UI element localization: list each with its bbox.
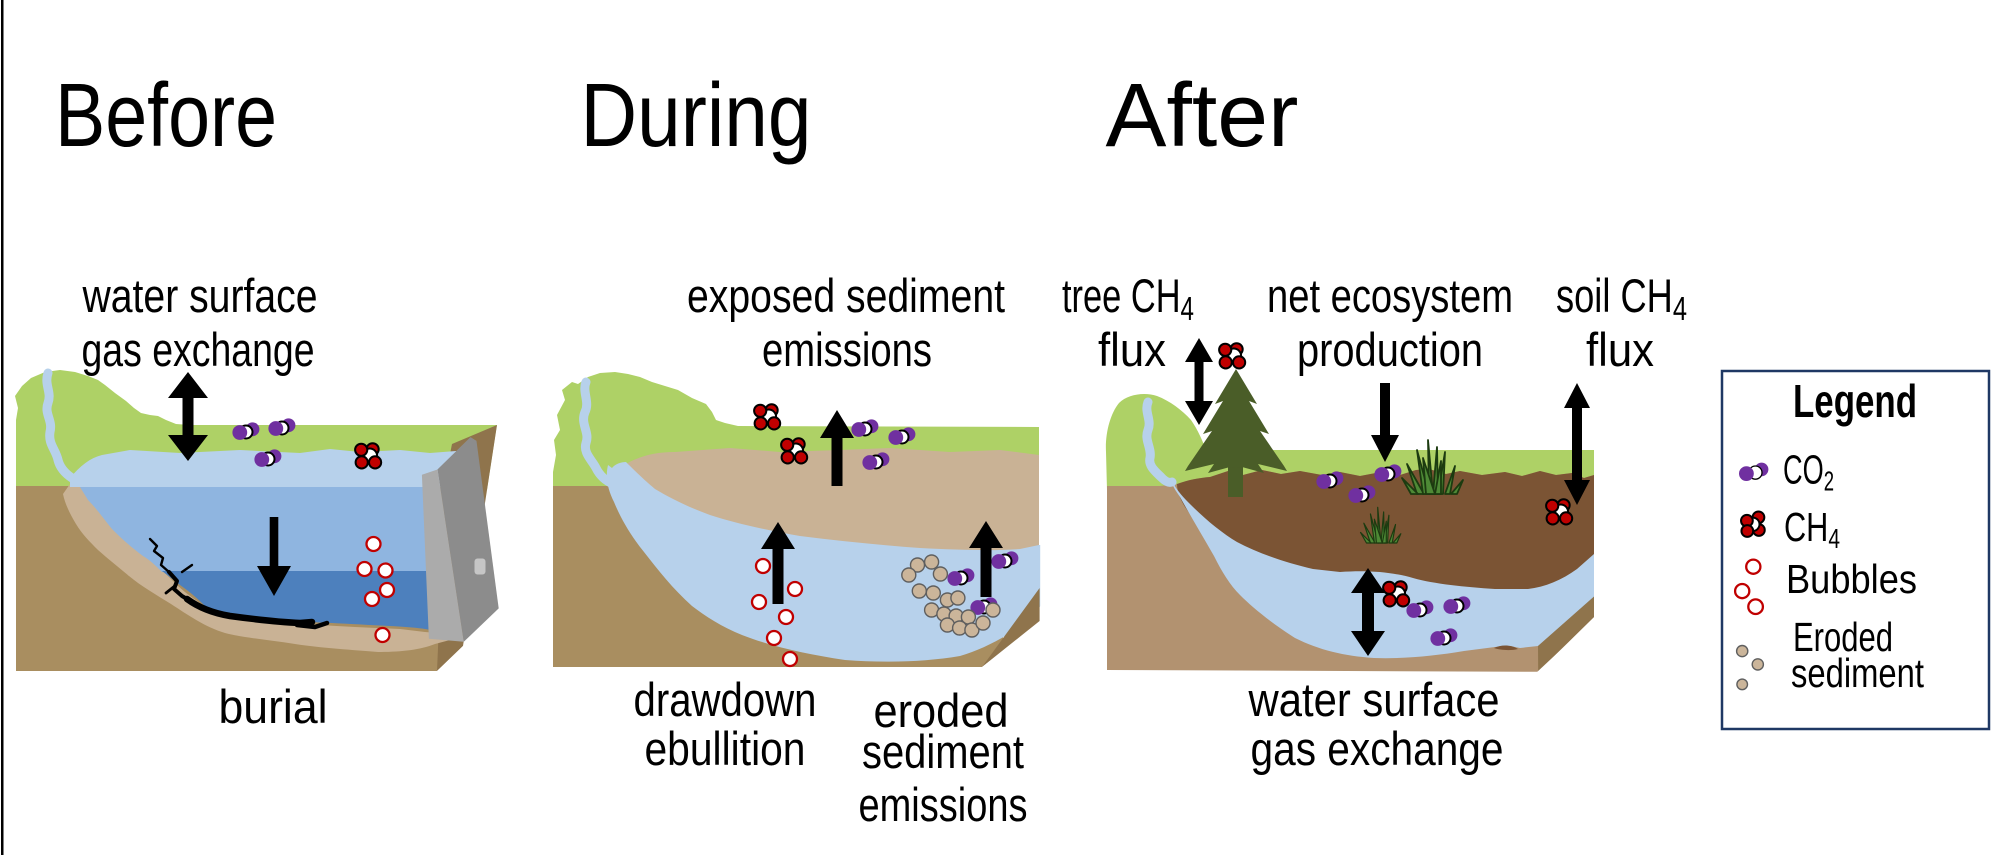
svg-text:Before: Before — [55, 66, 277, 166]
svg-text:flux: flux — [1586, 323, 1654, 376]
svg-text:eroded: eroded — [874, 684, 1009, 737]
svg-text:emissions: emissions — [762, 323, 932, 376]
svg-text:After: After — [1106, 66, 1299, 166]
svg-text:soil CH4: soil CH4 — [1556, 269, 1687, 327]
svg-text:net ecosystem: net ecosystem — [1267, 269, 1513, 322]
svg-text:sediment: sediment — [862, 725, 1024, 778]
svg-text:During: During — [581, 66, 812, 166]
svg-text:ebullition: ebullition — [645, 722, 806, 775]
svg-text:sediment: sediment — [1791, 650, 1924, 696]
svg-text:tree CH4: tree CH4 — [1062, 269, 1194, 327]
svg-text:drawdown: drawdown — [634, 673, 817, 726]
svg-text:gas exchange: gas exchange — [82, 323, 315, 376]
svg-text:Bubbles: Bubbles — [1786, 556, 1917, 602]
svg-text:production: production — [1297, 323, 1483, 376]
svg-text:water surface: water surface — [82, 269, 318, 322]
svg-text:gas exchange: gas exchange — [1251, 722, 1504, 775]
svg-text:flux: flux — [1098, 323, 1166, 376]
svg-text:exposed sediment: exposed sediment — [687, 269, 1005, 322]
svg-text:water surface: water surface — [1248, 673, 1500, 726]
svg-text:Eroded: Eroded — [1793, 614, 1893, 660]
svg-text:emissions: emissions — [859, 778, 1028, 831]
svg-text:Legend: Legend — [1793, 375, 1917, 427]
svg-text:burial: burial — [219, 680, 328, 733]
